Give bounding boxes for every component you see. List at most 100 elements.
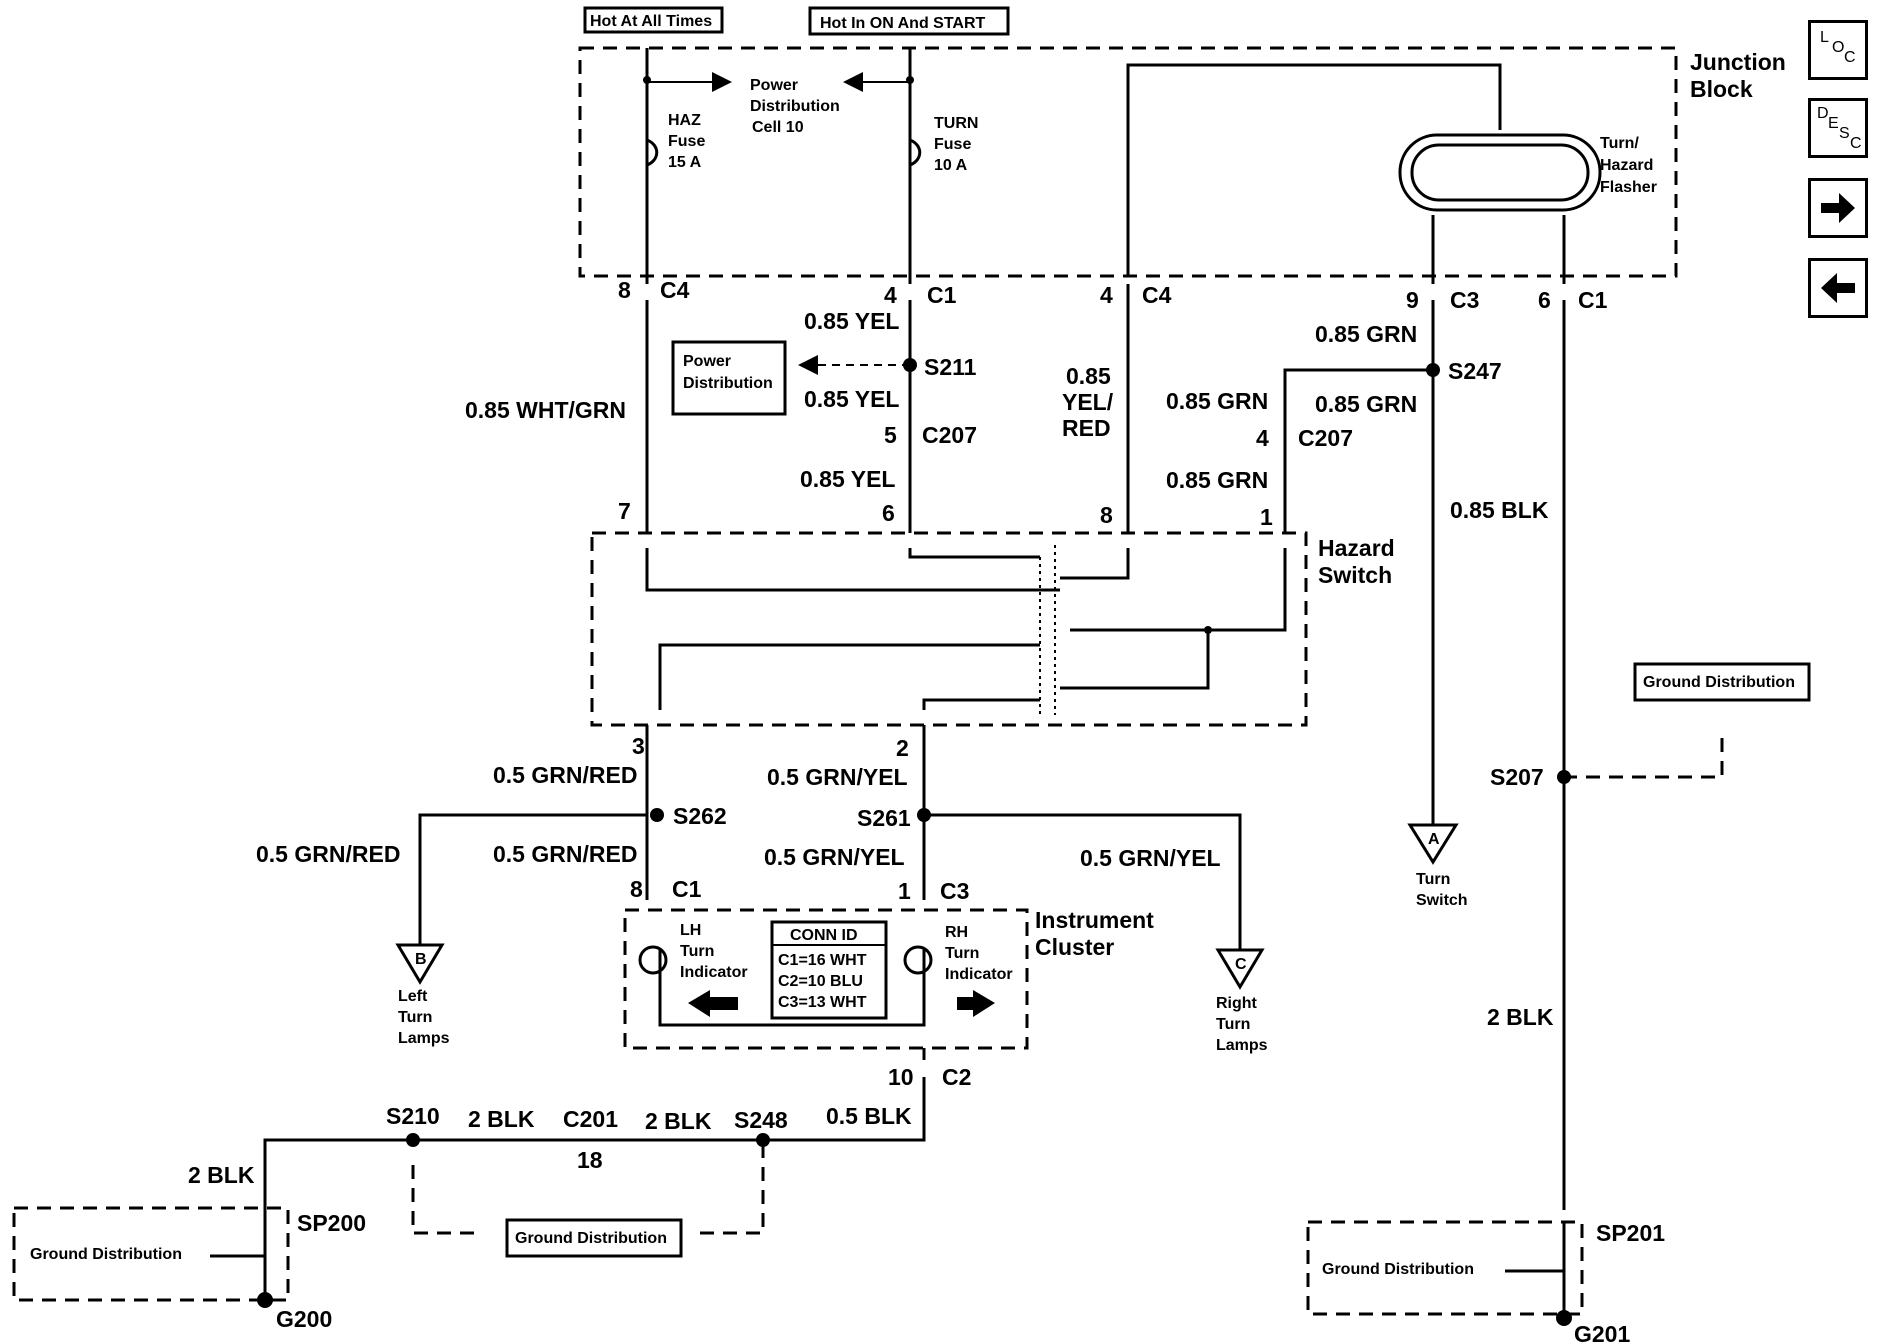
ground-distribution-top-box — [1633, 662, 1811, 702]
svg-text:0.85 BLK: 0.85 BLK — [1450, 497, 1549, 523]
rh-bulb — [903, 945, 933, 975]
svg-text:C3: C3 — [940, 878, 969, 904]
boxes — [505, 6, 1811, 1258]
switch-contacts — [1039, 545, 1056, 715]
svg-text:0.5 GRN/RED: 0.5 GRN/RED — [493, 841, 637, 867]
svg-text:Flasher: Flasher — [1600, 179, 1657, 196]
svg-text:8: 8 — [618, 277, 631, 303]
svg-text:6: 6 — [1538, 287, 1551, 313]
svg-text:C207: C207 — [1298, 425, 1353, 451]
svg-text:0.85: 0.85 — [1066, 363, 1111, 389]
svg-text:0.85 GRN: 0.85 GRN — [1166, 388, 1268, 414]
svg-text:10: 10 — [888, 1064, 914, 1090]
svg-text:0.85 YEL: 0.85 YEL — [800, 466, 895, 492]
svg-text:S262: S262 — [673, 803, 727, 829]
svg-text:C1=16 WHT: C1=16 WHT — [778, 952, 867, 969]
svg-text:CONN ID: CONN ID — [790, 927, 858, 944]
svg-text:Right: Right — [1216, 995, 1258, 1012]
svg-text:2 BLK: 2 BLK — [188, 1162, 255, 1188]
svg-text:18: 18 — [577, 1147, 603, 1173]
location-button[interactable]: L O C — [1808, 20, 1868, 80]
power-dist-label-2: Distribution — [683, 375, 773, 392]
instrument-cluster-label-2: Cluster — [1035, 934, 1114, 960]
svg-text:0.85 GRN: 0.85 GRN — [1315, 321, 1417, 347]
svg-text:C4: C4 — [660, 277, 690, 303]
splice-s207 — [1557, 770, 1571, 784]
svg-text:SP200: SP200 — [297, 1210, 366, 1236]
pdc-label-2: Distribution — [750, 98, 840, 115]
power-distribution-box — [671, 340, 787, 416]
wires — [210, 48, 1566, 1318]
svg-text:Switch: Switch — [1416, 892, 1468, 909]
svg-text:4: 4 — [884, 282, 897, 308]
svg-text:S247: S247 — [1448, 358, 1502, 384]
pdc-arrows — [647, 72, 910, 375]
ground-distribution-mid-bracket — [411, 1140, 765, 1235]
direction-arrows — [688, 990, 995, 1017]
previous-page-button[interactable] — [1808, 258, 1868, 318]
svg-text:8: 8 — [1100, 502, 1113, 528]
svg-text:4: 4 — [1100, 282, 1113, 308]
svg-text:C: C — [1235, 956, 1247, 973]
svg-text:0.85 GRN: 0.85 GRN — [1166, 467, 1268, 493]
hazard-switch-label-2: Switch — [1318, 562, 1392, 588]
svg-text:Indicator: Indicator — [945, 966, 1013, 983]
haz-fuse-symbol — [646, 138, 659, 167]
wire-grn-yel-right-lamps — [924, 813, 1242, 950]
svg-text:S207: S207 — [1490, 764, 1544, 790]
svg-text:G201: G201 — [1574, 1321, 1630, 1344]
svg-text:Turn: Turn — [398, 1009, 432, 1026]
svg-text:2 BLK: 2 BLK — [645, 1108, 712, 1134]
svg-text:C1: C1 — [672, 876, 702, 902]
hz-internal-6 — [1060, 630, 1210, 690]
instrument-cluster-label-1: Instrument — [1035, 907, 1154, 933]
svg-text:SP201: SP201 — [1596, 1220, 1665, 1246]
svg-text:Ground Distribution: Ground Distribution — [30, 1246, 182, 1263]
hazard-switch-outline — [590, 531, 1308, 727]
svg-text:HAZ: HAZ — [668, 112, 701, 129]
labels: Hot At All Times Hot In ON And START Pow… — [30, 13, 1795, 1344]
svg-text:5: 5 — [884, 422, 897, 448]
svg-text:9: 9 — [1406, 287, 1419, 313]
svg-text:1: 1 — [1260, 504, 1273, 530]
svg-text:C4: C4 — [1142, 282, 1172, 308]
svg-text:6: 6 — [882, 500, 895, 526]
svg-text:2 BLK: 2 BLK — [1487, 1004, 1554, 1030]
pdc-label-3: Cell 10 — [752, 119, 804, 136]
ref-triangles — [395, 823, 1459, 990]
description-button[interactable]: D E S C — [1808, 98, 1868, 158]
svg-text:0.5 GRN/RED: 0.5 GRN/RED — [493, 762, 637, 788]
svg-text:S211: S211 — [924, 354, 977, 380]
svg-text:15 A: 15 A — [668, 154, 702, 171]
svg-text:2: 2 — [896, 735, 909, 761]
svg-text:Turn: Turn — [1216, 1016, 1250, 1033]
ground-distribution-mid-box — [505, 1218, 683, 1258]
svg-text:TURN: TURN — [934, 115, 978, 132]
splice-s261 — [917, 808, 931, 822]
svg-text:Fuse: Fuse — [668, 133, 705, 150]
rh-arrow-icon — [957, 990, 995, 1017]
svg-text:0.85 WHT/GRN: 0.85 WHT/GRN — [465, 397, 626, 423]
splice-s210 — [406, 1133, 420, 1147]
hazard-switch-label-1: Hazard — [1318, 535, 1395, 561]
svg-text:4: 4 — [1256, 425, 1269, 451]
flasher-inner — [1410, 143, 1590, 202]
next-page-button[interactable] — [1808, 178, 1868, 238]
ref-a-triangle — [1407, 823, 1459, 865]
power-dist-label-1: Power — [683, 353, 731, 370]
svg-text:10 A: 10 A — [934, 157, 968, 174]
cluster-internal — [658, 948, 926, 1027]
hot-at-all-times-box — [583, 6, 724, 34]
svg-text:3: 3 — [632, 733, 645, 759]
svg-text:Turn/: Turn/ — [1600, 135, 1639, 152]
hz-internal-5 — [658, 643, 1040, 710]
instrument-cluster-outline — [623, 908, 1029, 1050]
svg-text:Hazard: Hazard — [1600, 157, 1653, 174]
wire-blk-ground — [263, 1077, 926, 1208]
hz-internal-4 — [1070, 548, 1287, 632]
svg-text:0.85 GRN: 0.85 GRN — [1315, 391, 1417, 417]
svg-text:0.5 GRN/YEL: 0.5 GRN/YEL — [767, 764, 908, 790]
svg-text:Left: Left — [398, 988, 428, 1005]
hot-in-on-start-box — [808, 6, 1010, 36]
